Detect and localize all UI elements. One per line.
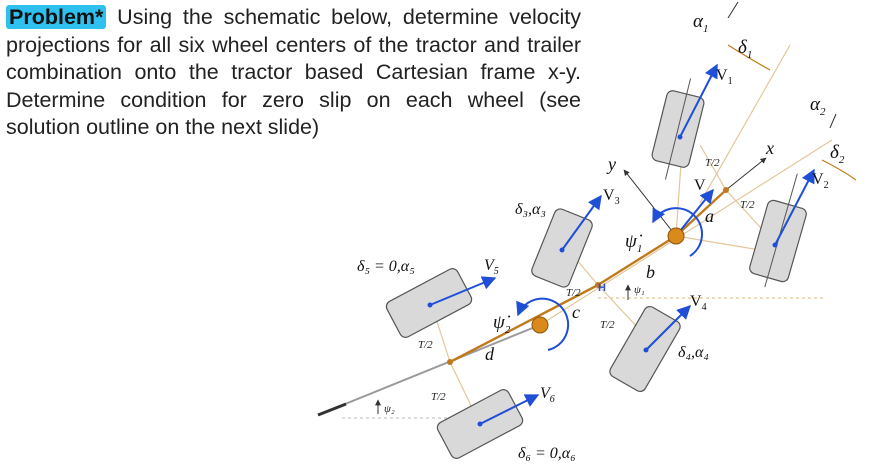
velocity-v3 (561, 194, 602, 251)
label-c: c (572, 302, 580, 322)
label-x-axis: x (765, 138, 774, 158)
velocity-v5 (429, 276, 497, 306)
label-t2-mid: T/2 (566, 287, 581, 299)
label-v-center: V (694, 177, 706, 194)
label-d: d (485, 344, 495, 364)
label-v3: V3 (603, 187, 620, 207)
wheel-centers (427, 134, 778, 427)
label-alpha2: α2 (810, 94, 826, 118)
label-t2-mid-right: T/2 (600, 319, 615, 331)
label-delta5: δ₅ = 0,α₅ (357, 258, 415, 275)
label-a: a (705, 206, 714, 226)
delta2-arc (821, 159, 857, 181)
label-psi1-small: ψ₁ (634, 284, 645, 296)
problem-badge: Problem* (6, 5, 107, 29)
yaw-rate-arc-2 (516, 297, 570, 351)
label-psidot2: ψ̇2 (493, 312, 511, 336)
problem-statement: Problem* Using the schematic below, dete… (6, 4, 581, 142)
velocity-v6 (479, 394, 540, 425)
velocity-v2 (774, 168, 815, 246)
front-axle-point (723, 187, 729, 193)
label-t2-top-left: T/2 (705, 157, 720, 169)
label-t2-lower-left: T/2 (418, 339, 433, 351)
label-b: b (646, 262, 655, 282)
label-v5: V5 (484, 257, 499, 277)
velocity-v1 (679, 63, 718, 138)
label-t2-bottom: T/2 (431, 391, 446, 403)
hitch-point (595, 282, 601, 288)
label-delta2: δ2 (830, 142, 845, 166)
label-t2-top-right: T/2 (740, 199, 755, 211)
label-y-axis: y (606, 154, 616, 174)
guide-lines (429, 44, 833, 421)
label-v1: V1 (716, 67, 733, 87)
label-alpha1: α1 (693, 11, 708, 35)
label-psi2-small: ψ₂ (384, 403, 395, 415)
tractor-cg (667, 227, 685, 245)
label-v6: V6 (540, 385, 555, 405)
problem-text: Using the schematic below, determine vel… (6, 5, 581, 140)
label-delta6: δ₆ = 0,α₆ (518, 445, 576, 462)
vehicle-frame (449, 189, 727, 364)
y-axis (623, 169, 677, 237)
velocity-vectors (429, 63, 815, 425)
label-h: H (598, 282, 606, 294)
trailer-axis (317, 324, 541, 416)
wheel-1 (651, 78, 705, 180)
delta1-arc (727, 44, 771, 71)
rear-axle-point (447, 359, 453, 365)
label-v2: V2 (812, 171, 829, 191)
x-axis (725, 157, 767, 191)
yaw-rate-arc-1 (652, 207, 703, 257)
trailer-cg (531, 316, 549, 334)
velocity-v4 (645, 305, 691, 351)
velocity-center (675, 188, 714, 237)
label-delta1: δ1 (738, 37, 752, 61)
label-delta4-alpha4: δ₄,α₄ (678, 344, 709, 361)
trailer-axis-end (317, 402, 347, 417)
label-psidot1: ψ̇1 (625, 231, 643, 255)
label-v4: V4 (690, 293, 707, 313)
label-delta3-alpha3: δ₃,α₃ (515, 201, 546, 218)
